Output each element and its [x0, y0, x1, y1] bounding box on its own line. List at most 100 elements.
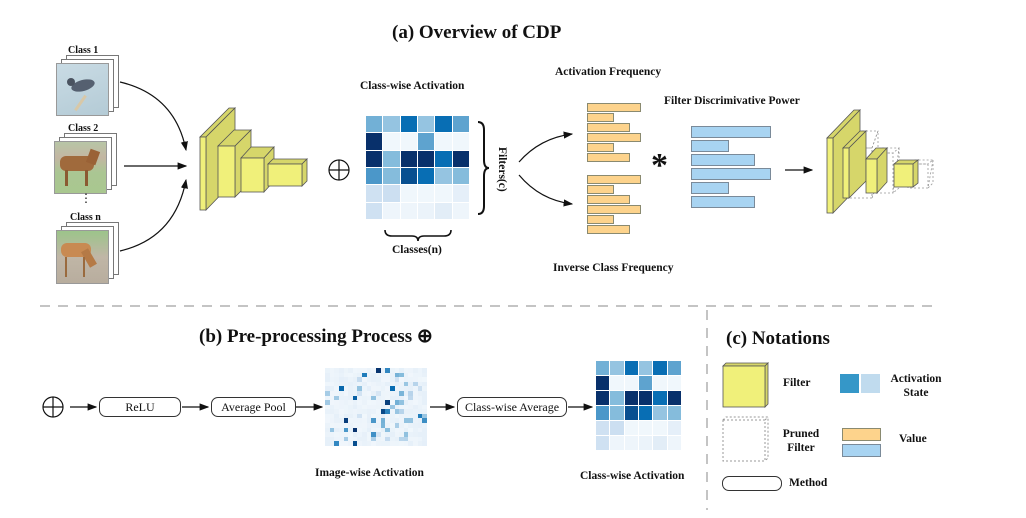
heatmap-cell [418, 202, 435, 219]
activation-cell [362, 390, 367, 396]
activation-cell [362, 432, 367, 437]
activation-cell [334, 427, 339, 433]
activation-cell [422, 390, 427, 396]
activation-cell [389, 386, 395, 391]
activation-cell [422, 386, 427, 391]
activation-cell [325, 381, 330, 387]
activation-cell [417, 436, 423, 442]
activation-cell [371, 423, 376, 428]
activation-cell [394, 400, 400, 405]
activation-cell [394, 427, 400, 433]
activation-cell [403, 436, 409, 442]
heatmap-cell [400, 116, 417, 133]
heatmap-cell [418, 133, 435, 150]
activation-cell [422, 418, 427, 424]
activation-cell [352, 423, 358, 428]
activation-cell [380, 372, 386, 378]
activation-cell [408, 372, 414, 378]
heatmap-cell [639, 436, 653, 450]
heatmap-cell [366, 133, 383, 150]
activation-cell [366, 409, 372, 414]
activation-cell [362, 381, 367, 387]
activation-cell [366, 395, 372, 401]
activation-cell [394, 377, 400, 382]
activation-cell [348, 395, 353, 401]
activation-cell [413, 432, 418, 437]
activation-cell [417, 395, 423, 401]
activation-cell [325, 441, 330, 446]
activation-cell [376, 409, 381, 414]
arrow-to-inverse-class-frequency [518, 174, 574, 207]
activation-cell [371, 390, 376, 396]
notation-pruned-filter-icon [722, 416, 769, 462]
activation-cell [371, 418, 376, 424]
activation-cell [357, 432, 363, 437]
activation-cell [348, 390, 353, 396]
activation-cell [394, 409, 400, 414]
heatmap-cell [435, 202, 452, 219]
heatmap-cell [435, 133, 452, 150]
activation-cell [413, 404, 418, 410]
activation-cell [334, 436, 339, 442]
heatmap-cell [610, 421, 624, 435]
notation-method-label: Method [789, 477, 828, 489]
discriminative-power-bar [691, 126, 771, 138]
activation-cell [422, 432, 427, 437]
activation-cell [380, 404, 386, 410]
heatmap-cell [596, 376, 610, 390]
activation-cell [389, 427, 395, 433]
activation-cell [338, 418, 344, 424]
activation-cell [403, 427, 409, 433]
activation-cell [334, 372, 339, 378]
activation-cell [417, 418, 423, 424]
activation-cell [408, 423, 414, 428]
activation-cell [385, 372, 390, 378]
activation-frequency-bar [587, 153, 631, 162]
heatmap-cell [383, 202, 400, 219]
class-2-label: Class 2 [68, 123, 99, 134]
activation-cell [371, 395, 376, 401]
activation-cell [325, 423, 330, 428]
heatmap-cell [400, 133, 417, 150]
activation-cell [325, 368, 330, 373]
heatmap-cell [435, 168, 452, 185]
class-n-label: Class n [70, 212, 101, 223]
activation-cell [366, 377, 372, 382]
activation-cell [394, 368, 400, 373]
heatmap-cell [639, 361, 653, 375]
activation-cell [366, 423, 372, 428]
activation-cell [329, 386, 335, 391]
activation-cell [403, 390, 409, 396]
heatmap-cell [624, 376, 638, 390]
activation-cell [357, 372, 363, 378]
activation-cell [357, 409, 363, 414]
activation-cell [417, 386, 423, 391]
activation-cell [348, 441, 353, 446]
activation-cell [338, 432, 344, 437]
activation-cell [385, 423, 390, 428]
activation-cell [329, 427, 335, 433]
activation-cell [376, 390, 381, 396]
activation-cell [422, 427, 427, 433]
activation-cell [329, 404, 335, 410]
activation-cell [371, 377, 376, 382]
activation-cell [394, 390, 400, 396]
heatmap-cell [418, 116, 435, 133]
activation-cell [343, 427, 349, 433]
activation-cell [385, 381, 390, 387]
heatmap-cell [667, 391, 681, 405]
activation-cell [362, 368, 367, 373]
activation-cell [389, 404, 395, 410]
activation-cell [403, 423, 409, 428]
activation-cell [329, 418, 335, 424]
activation-cell [329, 441, 335, 446]
activation-cell [352, 427, 358, 433]
activation-cell [362, 423, 367, 428]
activation-cell [385, 418, 390, 424]
activation-cell [403, 377, 409, 382]
activation-cell [352, 404, 358, 410]
activation-cell [394, 386, 400, 391]
heatmap-cell [452, 133, 469, 150]
heatmap-cell [383, 116, 400, 133]
activation-cell [380, 423, 386, 428]
